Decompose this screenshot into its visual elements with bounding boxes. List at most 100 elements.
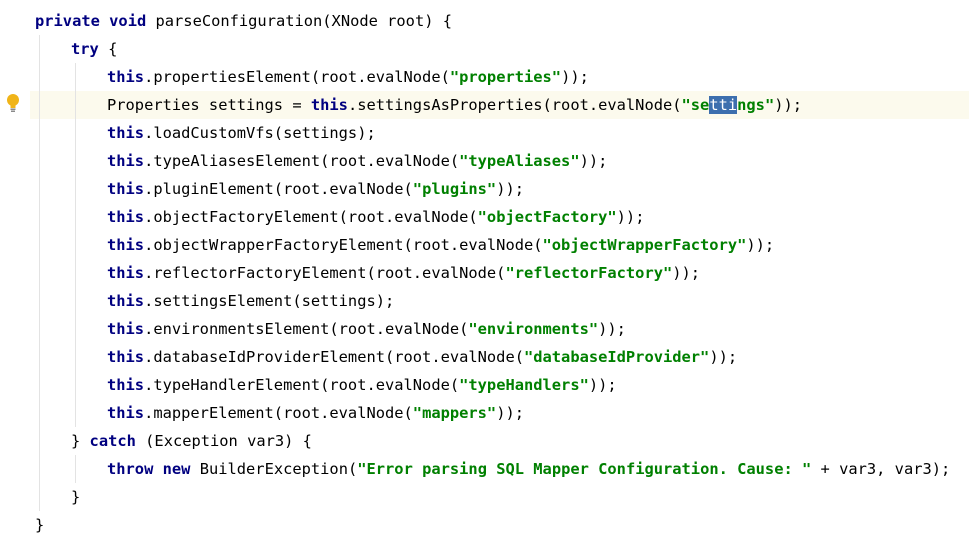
code-token: )); — [496, 404, 525, 422]
code-line-text: private void parseConfiguration(XNode ro… — [35, 7, 452, 35]
code-token: )); — [579, 152, 608, 170]
string-token: "typeHandlers" — [459, 376, 589, 394]
string-token: "plugins" — [412, 180, 497, 198]
code-token: } — [71, 488, 81, 506]
string-token: "environments" — [468, 320, 599, 338]
code-line-current[interactable]: Properties settings = this.settingsAsPro… — [30, 91, 969, 119]
code-token: )); — [709, 348, 738, 366]
code-line-text: } catch (Exception var3) { — [71, 427, 312, 455]
code-line[interactable]: this.reflectorFactoryElement(root.evalNo… — [30, 259, 969, 287]
code-line[interactable]: private void parseConfiguration(XNode ro… — [30, 7, 969, 35]
code-line[interactable]: } — [30, 483, 969, 511]
keyword-token: this — [107, 292, 145, 310]
keyword-token: this — [107, 320, 145, 338]
keyword-token: catch — [89, 432, 136, 450]
code-token: .typeAliasesElement(root.evalNode( — [144, 152, 460, 170]
keyword-token: this — [107, 236, 145, 254]
code-line[interactable]: this.settingsElement(settings); — [30, 287, 969, 315]
code-token — [100, 12, 109, 30]
string-token: "objectFactory" — [477, 208, 617, 226]
keyword-token: private — [35, 12, 100, 30]
code-line[interactable]: this.pluginElement(root.evalNode("plugin… — [30, 175, 969, 203]
code-token: )); — [598, 320, 626, 338]
code-line-text: this.settingsElement(settings); — [107, 287, 394, 315]
code-token: .propertiesElement(root.evalNode( — [144, 68, 450, 86]
code-line-text: this.reflectorFactoryElement(root.evalNo… — [107, 259, 700, 287]
code-line-text: throw new BuilderException("Error parsin… — [107, 455, 950, 483]
keyword-token: this — [107, 180, 145, 198]
string-token: "reflectorFactory" — [505, 264, 673, 282]
code-line[interactable]: this.databaseIdProviderElement(root.eval… — [30, 343, 969, 371]
code-token: Properties settings = — [107, 96, 311, 114]
code-line[interactable]: throw new BuilderException("Error parsin… — [30, 455, 969, 483]
code-line[interactable]: this.mapperElement(root.evalNode("mapper… — [30, 399, 969, 427]
code-token: )); — [774, 96, 803, 114]
code-line[interactable]: this.typeAliasesElement(root.evalNode("t… — [30, 147, 969, 175]
code-line-text: try { — [71, 35, 117, 63]
string-token: "mappers" — [412, 404, 497, 422]
string-token: "properties" — [449, 68, 562, 86]
code-token: { — [98, 40, 118, 58]
code-line[interactable]: this.loadCustomVfs(settings); — [30, 119, 969, 147]
keyword-token: this — [107, 208, 145, 226]
code-line[interactable]: this.propertiesElement(root.evalNode("pr… — [30, 63, 969, 91]
code-line[interactable]: } — [30, 511, 969, 539]
code-line-text: this.objectWrapperFactoryElement(root.ev… — [107, 231, 774, 259]
code-line-text: this.typeHandlerElement(root.evalNode("t… — [107, 371, 617, 399]
code-token: .environmentsElement(root.evalNode( — [144, 320, 469, 338]
code-token: )); — [496, 180, 525, 198]
code-token: parseConfiguration(XNode root) { — [146, 12, 453, 30]
code-area[interactable]: private void parseConfiguration(XNode ro… — [30, 0, 969, 544]
keyword-token: this — [107, 264, 145, 282]
keyword-token: this — [107, 348, 145, 366]
code-line-text: } — [71, 483, 80, 511]
code-token: )); — [746, 236, 775, 254]
lightbulb-icon[interactable] — [6, 93, 20, 113]
keyword-token: this — [107, 404, 145, 422]
indent-guide — [39, 35, 40, 511]
keyword-token: this — [107, 68, 145, 86]
code-token: .mapperElement(root.evalNode( — [144, 404, 413, 422]
code-token: )); — [561, 68, 589, 86]
selected-text: tti — [709, 96, 738, 114]
code-token: .databaseIdProviderElement(root.evalNode… — [144, 348, 524, 366]
code-token: )); — [588, 376, 617, 394]
code-line-text: this.typeAliasesElement(root.evalNode("t… — [107, 147, 607, 175]
code-token: )); — [672, 264, 701, 282]
code-line[interactable]: this.objectFactoryElement(root.evalNode(… — [30, 203, 969, 231]
code-line[interactable]: try { — [30, 35, 969, 63]
code-token: .settingsAsProperties(root.evalNode( — [347, 96, 682, 114]
code-line-text: this.mapperElement(root.evalNode("mapper… — [107, 399, 524, 427]
code-token: .loadCustomVfs(settings); — [144, 124, 376, 142]
string-token: "Error parsing SQL Mapper Configuration.… — [357, 460, 812, 478]
string-token: "typeAliases" — [459, 152, 580, 170]
code-line-text: this.propertiesElement(root.evalNode("pr… — [107, 63, 589, 91]
string-token: ngs" — [737, 96, 775, 114]
code-line-text: this.pluginElement(root.evalNode("plugin… — [107, 175, 524, 203]
code-token: .reflectorFactoryElement(root.evalNode( — [144, 264, 506, 282]
code-token: } — [35, 516, 45, 534]
keyword-token: void — [109, 12, 147, 30]
code-line[interactable]: this.objectWrapperFactoryElement(root.ev… — [30, 231, 969, 259]
code-line-text: this.databaseIdProviderElement(root.eval… — [107, 343, 737, 371]
code-line[interactable]: } catch (Exception var3) { — [30, 427, 969, 455]
code-token: .pluginElement(root.evalNode( — [144, 180, 413, 198]
code-line-text: this.environmentsElement(root.evalNode("… — [107, 315, 626, 343]
indent-guide — [75, 63, 76, 427]
code-token: + var3, var3); — [811, 460, 951, 478]
code-token: } — [71, 432, 90, 450]
string-token: "objectWrapperFactory" — [542, 236, 747, 254]
keyword-token: this — [107, 376, 145, 394]
keyword-token: this — [107, 124, 145, 142]
editor-gutter — [0, 0, 30, 544]
code-line[interactable]: this.environmentsElement(root.evalNode("… — [30, 315, 969, 343]
keyword-token: throw — [107, 460, 154, 478]
keyword-token: this — [107, 152, 145, 170]
code-token — [153, 460, 162, 478]
code-line-text: } — [35, 511, 44, 539]
code-line[interactable]: this.typeHandlerElement(root.evalNode("t… — [30, 371, 969, 399]
indent-guide — [75, 455, 76, 483]
code-token: (Exception var3) { — [135, 432, 312, 450]
code-token: .objectWrapperFactoryElement(root.evalNo… — [144, 236, 543, 254]
